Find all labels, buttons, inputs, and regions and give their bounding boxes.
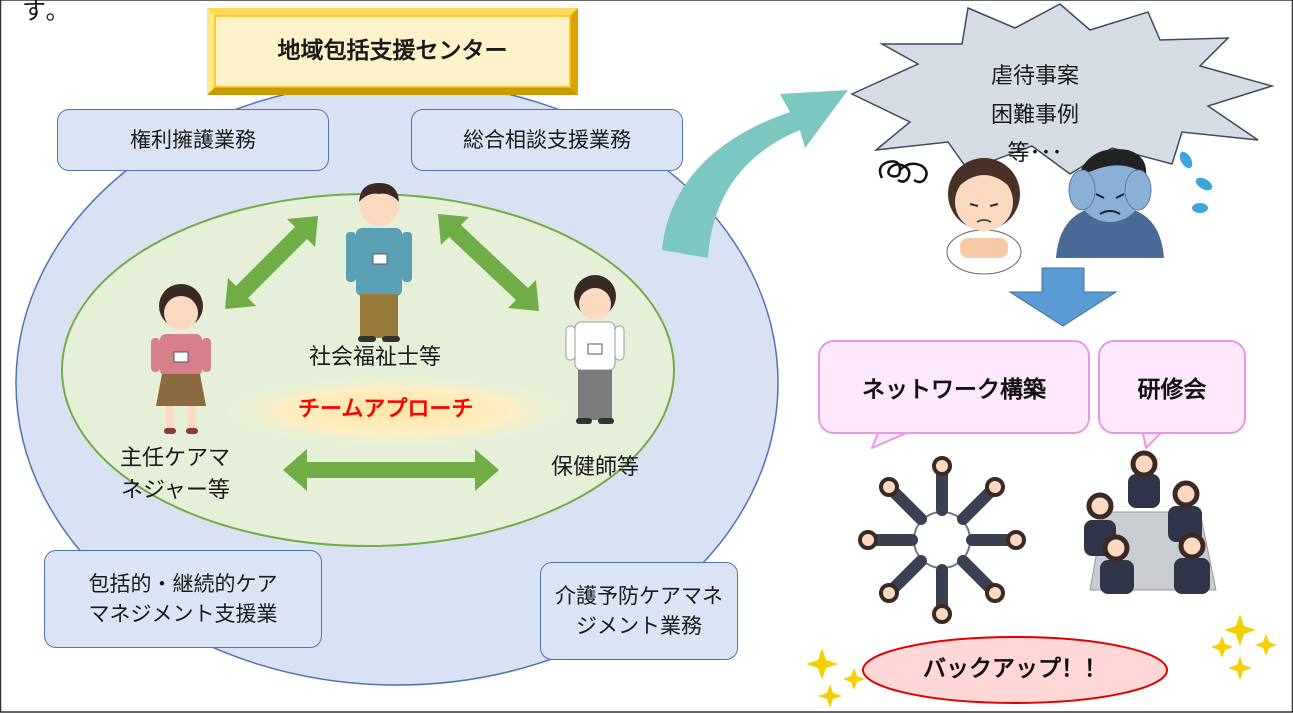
center-title: 地域包括支援センター [277, 37, 508, 64]
care-management-line-2: マネジメント支援業 [88, 602, 278, 626]
network-ring-illustration [858, 456, 1026, 624]
sparkle-icon [806, 614, 1277, 708]
social-worker-illustration [346, 183, 412, 342]
prevention-care-management-box: 介護予防ケアマネ ジメント業務 [540, 562, 738, 660]
general-consultation-box: 総合相談支援業務 [411, 109, 683, 171]
problem-line-1: 虐待事案 [990, 64, 1079, 89]
general-consultation-label: 総合相談支援業務 [463, 127, 631, 152]
network-bubble-label: ネットワーク構築 [862, 377, 1046, 403]
worried-woman-illustration [946, 158, 1022, 275]
backup-ellipse [862, 636, 1168, 704]
problem-line-2: 困難事例 等･･･ [990, 102, 1102, 167]
public-health-nurse-label: 保健師等 [551, 455, 640, 480]
care-manager-line-1: 主任ケアマ [120, 446, 231, 471]
prevention-line-1: 介護予防ケアマネ [555, 583, 723, 608]
stressed-man-illustration [1056, 149, 1164, 258]
care-manager-line-2: ネジャー等 [121, 477, 230, 503]
care-management-support-box: 包括的・継続的ケア マネジメント支援業 [44, 550, 322, 648]
green-double-arrow-bottom [283, 449, 499, 491]
down-arrow [1008, 267, 1118, 327]
worry-squiggle-icon [878, 160, 928, 184]
training-meeting-illustration [1084, 450, 1217, 594]
rights-advocacy-label: 権利擁護業務 [130, 127, 256, 152]
training-bubble-label: 研修会 [1137, 377, 1207, 403]
center-title-box [207, 8, 578, 95]
sweat-drops-icon [1179, 151, 1213, 213]
backup-label: バックアップ！！ [923, 656, 1107, 682]
rights-advocacy-box: 権利擁護業務 [57, 109, 329, 171]
green-double-arrow-right [438, 214, 539, 311]
green-double-arrow-left [225, 216, 318, 309]
public-health-nurse-illustration [565, 275, 625, 424]
training-bubble: 研修会 [1098, 340, 1246, 434]
team-approach-glow [217, 375, 577, 447]
top-text-fragment: す。 [22, 0, 72, 25]
social-worker-label: 社会福祉士等 [309, 345, 442, 370]
team-approach-label: チームアプローチ [298, 397, 474, 422]
care-manager-label: 主任ケアマ ネジャー等 [120, 443, 230, 507]
escalation-arrow [662, 90, 848, 258]
prevention-line-2: ジメント業務 [576, 614, 702, 638]
network-bubble: ネットワーク構築 [818, 340, 1090, 434]
care-manager-illustration [151, 284, 211, 434]
care-management-line-1: 包括的・継続的ケア [88, 571, 278, 596]
problem-text: 虐待事案 困難事例 等･･･ [960, 58, 1110, 174]
